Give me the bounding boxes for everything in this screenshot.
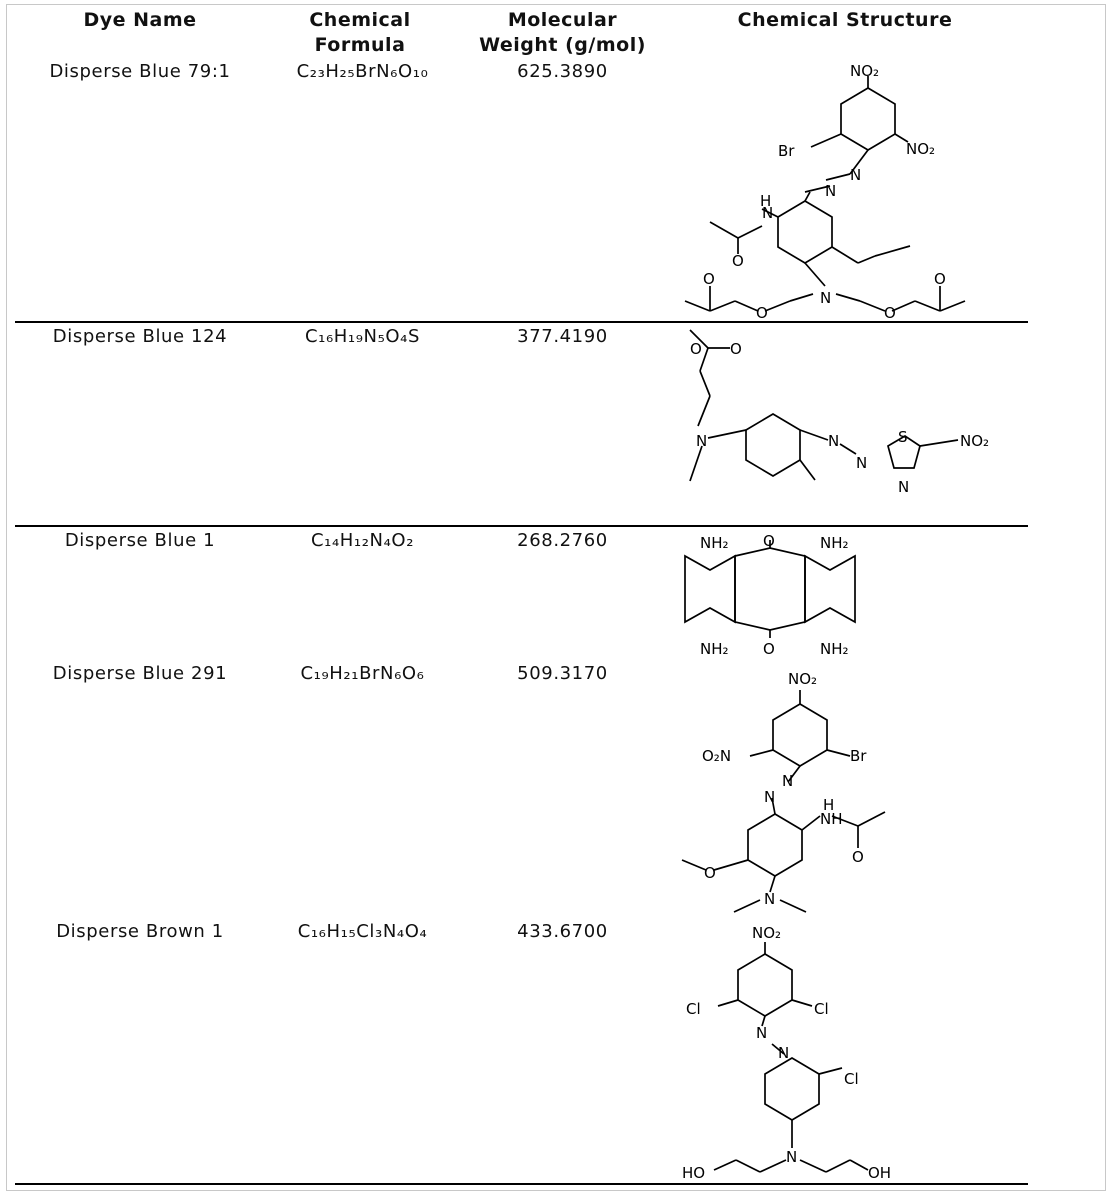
header-molecular-weight: Molecular Weight (g/mol)	[465, 8, 660, 58]
header-formula-line2: Formula	[314, 34, 406, 56]
svg-text:O: O	[852, 848, 864, 866]
svg-text:O: O	[704, 864, 716, 882]
svg-text:Cl: Cl	[814, 1000, 829, 1018]
svg-text:O: O	[756, 304, 768, 322]
row3-formula: C₁₄H₁₂N₄O₂	[310, 530, 415, 551]
row4-formula: C₁₉H₂₁BrN₆O₆	[300, 663, 425, 684]
svg-text:Cl: Cl	[844, 1070, 859, 1088]
structure-disperse-blue-124: O O N N N S N NO₂	[680, 326, 1020, 506]
header-mw-line2: Weight (g/mol)	[479, 34, 646, 56]
svg-text:O: O	[730, 340, 742, 358]
header-dye-name: Dye Name	[83, 9, 197, 31]
svg-text:O: O	[690, 340, 702, 358]
row-divider-1	[15, 321, 1028, 323]
svg-text:NH₂: NH₂	[700, 534, 729, 552]
svg-text:N: N	[782, 772, 793, 790]
svg-text:O: O	[763, 640, 775, 658]
svg-text:N: N	[820, 289, 831, 307]
figure-frame	[6, 4, 1106, 1191]
svg-text:N: N	[778, 1044, 789, 1062]
row2-formula: C₁₆H₁₉N₅O₄S	[304, 326, 421, 347]
svg-text:S: S	[898, 428, 908, 446]
row1-molecular-weight: 625.3890	[517, 61, 608, 82]
svg-text:NH₂: NH₂	[820, 534, 849, 552]
svg-text:NO₂: NO₂	[960, 432, 989, 450]
svg-text:N: N	[762, 204, 773, 222]
svg-text:Br: Br	[778, 142, 795, 160]
svg-text:O₂N: O₂N	[702, 747, 731, 765]
row3-dye-name: Disperse Blue 1	[64, 530, 216, 551]
row1-formula: C₂₃H₂₅BrN₆O₁₀	[296, 61, 429, 82]
row4-dye-name: Disperse Blue 291	[52, 663, 228, 684]
header-mw-line1: Molecular	[507, 9, 618, 31]
svg-text:NO₂: NO₂	[788, 670, 817, 688]
svg-text:NH₂: NH₂	[700, 640, 729, 658]
header-chemical-formula: Chemical Formula	[270, 8, 450, 58]
structure-disperse-brown-1: NO₂ Cl Cl N N Cl N HO OH	[680, 918, 910, 1180]
table-bottom-rule	[15, 1183, 1028, 1185]
row4-molecular-weight: 509.3170	[517, 663, 608, 684]
header-chemical-structure: Chemical Structure	[737, 9, 953, 31]
row2-molecular-weight: 377.4190	[517, 326, 608, 347]
svg-text:NH₂: NH₂	[820, 640, 849, 658]
svg-text:Br: Br	[850, 747, 867, 765]
svg-text:HO: HO	[682, 1164, 705, 1180]
svg-text:N: N	[898, 478, 909, 496]
structure-disperse-blue-1: NH₂ O NH₂ NH₂ O NH₂	[680, 528, 880, 662]
row-divider-2	[15, 525, 1028, 527]
header-formula-line1: Chemical	[309, 9, 411, 31]
row1-dye-name: Disperse Blue 79:1	[49, 61, 231, 82]
svg-text:O: O	[732, 252, 744, 270]
svg-text:N: N	[850, 166, 861, 184]
structure-disperse-blue-79-1: NO₂ NO₂ Br N N N H O N O O O O	[680, 56, 980, 322]
row5-dye-name: Disperse Brown 1	[56, 921, 224, 942]
row3-molecular-weight: 268.2760	[517, 530, 608, 551]
svg-text:N: N	[764, 890, 775, 908]
svg-text:O: O	[763, 532, 775, 550]
svg-text:NO₂: NO₂	[906, 140, 935, 158]
svg-text:N: N	[825, 182, 836, 200]
row5-formula: C₁₆H₁₅Cl₃N₄O₄	[297, 921, 428, 942]
row2-dye-name: Disperse Blue 124	[52, 326, 228, 347]
svg-text:NO₂: NO₂	[752, 924, 781, 942]
svg-text:O: O	[703, 270, 715, 288]
svg-text:O: O	[934, 270, 946, 288]
svg-text:H: H	[760, 192, 771, 210]
svg-text:O: O	[884, 304, 896, 322]
svg-text:N: N	[696, 432, 707, 450]
svg-text:N: N	[786, 1148, 797, 1166]
svg-text:OH: OH	[868, 1164, 891, 1180]
svg-text:H: H	[823, 796, 834, 814]
svg-text:N: N	[828, 432, 839, 450]
svg-text:N: N	[756, 1024, 767, 1042]
svg-text:N: N	[764, 788, 775, 806]
svg-text:N: N	[856, 454, 867, 472]
row5-molecular-weight: 433.6700	[517, 921, 608, 942]
svg-text:NO₂: NO₂	[850, 62, 879, 80]
structure-disperse-blue-291: NO₂ O₂N Br N N NH H O O N	[680, 664, 900, 914]
svg-text:NH: NH	[820, 810, 843, 828]
svg-text:Cl: Cl	[686, 1000, 701, 1018]
